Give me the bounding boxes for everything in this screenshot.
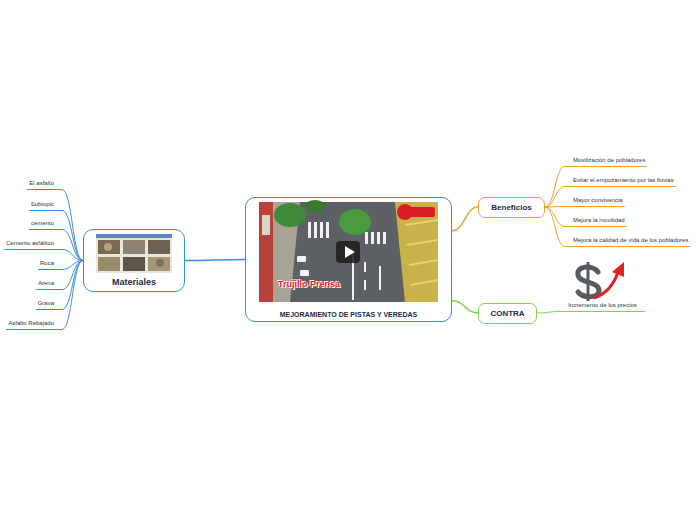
- materials-thumbnail: [96, 234, 172, 273]
- branch-connector: [62, 250, 83, 261]
- branch-connector: [545, 167, 565, 208]
- subtopic: cemento: [29, 220, 62, 230]
- topic-text: Mayor convivencia: [573, 197, 623, 204]
- topic-text: Evitar el empozamiento por las lluvias: [573, 177, 674, 184]
- topic-text: Roca: [40, 260, 54, 267]
- branch-connector: [545, 187, 565, 208]
- branch-connector: [185, 260, 245, 261]
- branch-connector: [62, 261, 83, 330]
- main-topic: Beneficios: [478, 197, 545, 218]
- branch-connector: [545, 207, 565, 247]
- subtopic: Asfalto Rebajado: [6, 320, 62, 330]
- subtopic: El asfalto: [27, 180, 62, 190]
- price-icon: [578, 262, 624, 301]
- topic-text: MEJORAMIENTO DE PISTAS Y VEREDAS: [246, 311, 451, 318]
- branch-connector: [452, 207, 478, 231]
- topic-text: Cemento asfáltico: [6, 240, 54, 247]
- branch-connector: [62, 230, 83, 261]
- topic-text: Grava: [38, 300, 54, 307]
- branch-connector: [537, 312, 560, 314]
- subtopic: Evitar el empozamiento por las lluvias: [565, 177, 676, 187]
- subtopic: Mejora la movilidad: [565, 217, 627, 227]
- topic-text: Beneficios: [489, 203, 534, 212]
- main-topic: CONTRA: [478, 303, 537, 324]
- branch-connector: [62, 190, 83, 261]
- subtopic: Roca: [38, 260, 62, 270]
- topic-text: El asfalto: [29, 180, 54, 187]
- branch-connector: [62, 261, 83, 310]
- topic-text: CONTRA: [489, 309, 526, 318]
- watermark: Trujillo Prensa: [278, 279, 340, 289]
- main-topic: Materiales: [83, 229, 185, 292]
- subtopic: Grava: [36, 300, 62, 310]
- topic-text: Subtopic: [31, 201, 54, 208]
- branch-connector: [62, 211, 83, 261]
- subtopic: Cemento asfáltico: [4, 240, 62, 250]
- topic-text: Arena: [38, 280, 54, 287]
- video-thumbnail: [259, 200, 438, 302]
- topic-text: Incremento de los precios: [564, 302, 641, 309]
- subtopic: Incremento de los precios: [560, 302, 645, 312]
- branch-connector: [545, 207, 565, 227]
- subtopic: Mejora la calidad de vida de los poblado…: [565, 237, 690, 247]
- branch-connector: [452, 301, 478, 313]
- subtopic: Movilización de pobladores: [565, 157, 647, 167]
- central-topic: MEJORAMIENTO DE PISTAS Y VEREDAS: [245, 197, 452, 322]
- topic-text: Materiales: [84, 277, 184, 287]
- topic-text: cemento: [31, 220, 54, 227]
- topic-text: Movilización de pobladores: [573, 157, 645, 164]
- topic-text: Mejora la calidad de vida de los poblado…: [573, 237, 688, 244]
- topic-text: Mejora la movilidad: [573, 217, 625, 224]
- subtopic: Subtopic: [29, 201, 62, 211]
- subtopic: Arena: [36, 280, 62, 290]
- subtopic: Mayor convivencia: [565, 197, 625, 207]
- topic-text: Asfalto Rebajado: [8, 320, 54, 327]
